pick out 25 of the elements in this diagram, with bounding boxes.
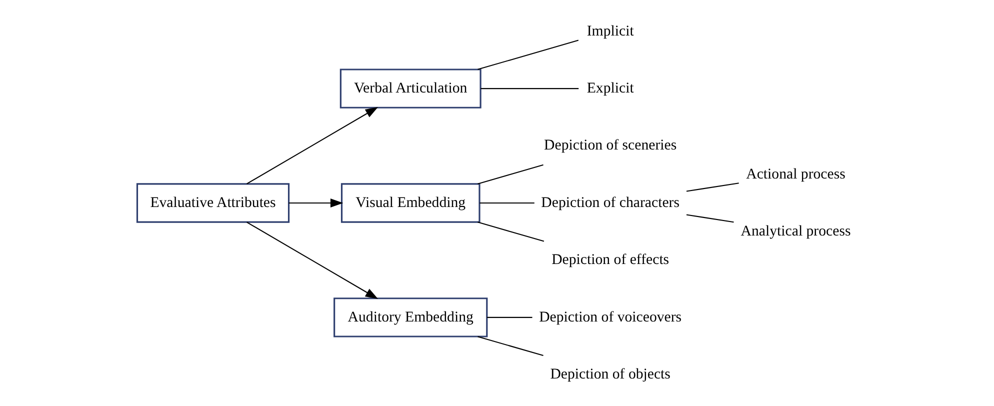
- node-text: Depiction of characters: [540, 194, 680, 211]
- arrow: [288, 198, 343, 208]
- node-text: Depiction of effects: [551, 252, 669, 268]
- connector: [477, 164, 543, 184]
- node-text: Explicit: [586, 80, 634, 96]
- arrow: [246, 222, 378, 300]
- node-text: Implicit: [586, 23, 634, 40]
- connector: [686, 182, 738, 192]
- connector: [480, 88, 578, 90]
- node-text: Actional process: [746, 166, 845, 182]
- node-text: Depiction of sceneries: [544, 138, 676, 154]
- connector: [477, 40, 578, 70]
- connector: [486, 316, 532, 318]
- node-text: Depiction of objects: [550, 366, 670, 383]
- node-text: Depiction of voiceovers: [538, 309, 682, 326]
- connector: [479, 202, 534, 204]
- node-text: Analytical process: [740, 224, 850, 240]
- node-box: Auditory Embedding: [333, 298, 488, 338]
- connector: [477, 222, 544, 242]
- connector: [686, 214, 734, 223]
- node-box: Evaluative Attributes: [136, 183, 290, 223]
- node-box: Verbal Articulation: [339, 68, 481, 108]
- node-box: Visual Embedding: [340, 183, 480, 223]
- arrow: [246, 106, 378, 184]
- connector: [477, 336, 543, 356]
